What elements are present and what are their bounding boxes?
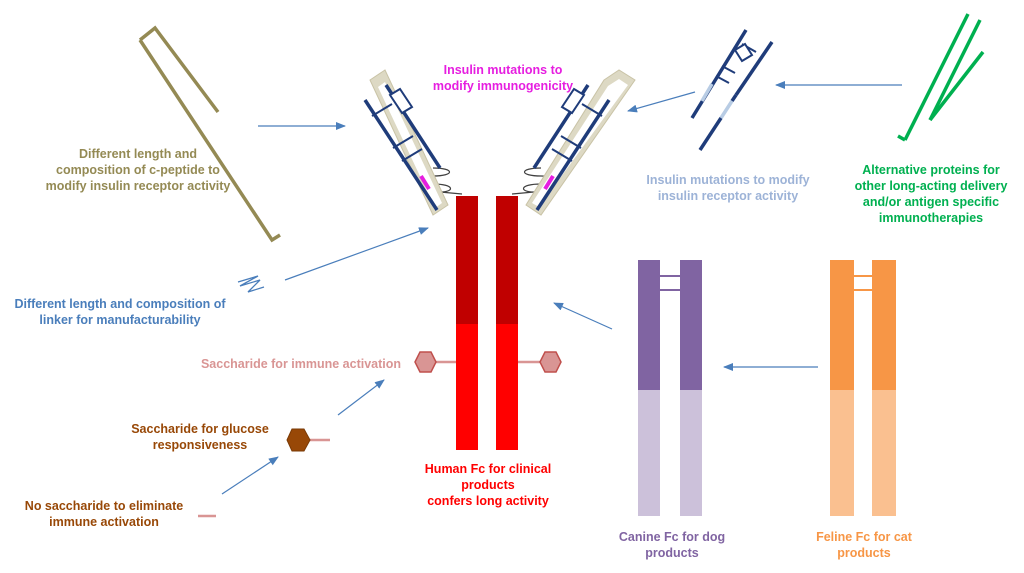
canine-fc-chains bbox=[638, 260, 702, 516]
feline-fc-chains bbox=[830, 260, 896, 516]
feline-fc-label: Feline Fc for cat products bbox=[816, 530, 912, 560]
right-fab-arm bbox=[525, 69, 636, 216]
left-fab-arm bbox=[363, 69, 449, 216]
alternative-protein-icon bbox=[897, 13, 985, 142]
linker-icon bbox=[237, 275, 265, 293]
c-peptide-icon bbox=[138, 25, 281, 243]
glucose-saccharide-icon bbox=[286, 428, 330, 452]
saccharide-glucose-label: Saccharide for glucose responsiveness bbox=[131, 422, 269, 452]
insulin-receptor-label: Insulin mutations to modify insulin rece… bbox=[646, 173, 810, 203]
insulin-immunogenicity-label: Insulin mutations to modify immunogenici… bbox=[432, 63, 574, 93]
linker-label: Different length and composition of link… bbox=[14, 297, 226, 327]
right-fc-saccharide bbox=[518, 351, 562, 373]
arrows bbox=[221, 81, 902, 495]
human-fc-chains bbox=[456, 196, 518, 450]
human-fc-label: Human Fc for clinical products confers l… bbox=[424, 462, 552, 508]
left-fc-saccharide bbox=[414, 351, 456, 373]
alternative-proteins-label: Alternative proteins for other long-acti… bbox=[854, 163, 1008, 225]
saccharide-immune-label: Saccharide for immune activation bbox=[200, 357, 402, 371]
canine-fc-label: Canine Fc for dog products bbox=[618, 530, 726, 560]
insulin-variant-icon bbox=[690, 29, 774, 151]
no-saccharide-label: No saccharide to eliminate immune activa… bbox=[24, 499, 184, 529]
c-peptide-label: Different length and composition of c-pe… bbox=[45, 147, 231, 193]
